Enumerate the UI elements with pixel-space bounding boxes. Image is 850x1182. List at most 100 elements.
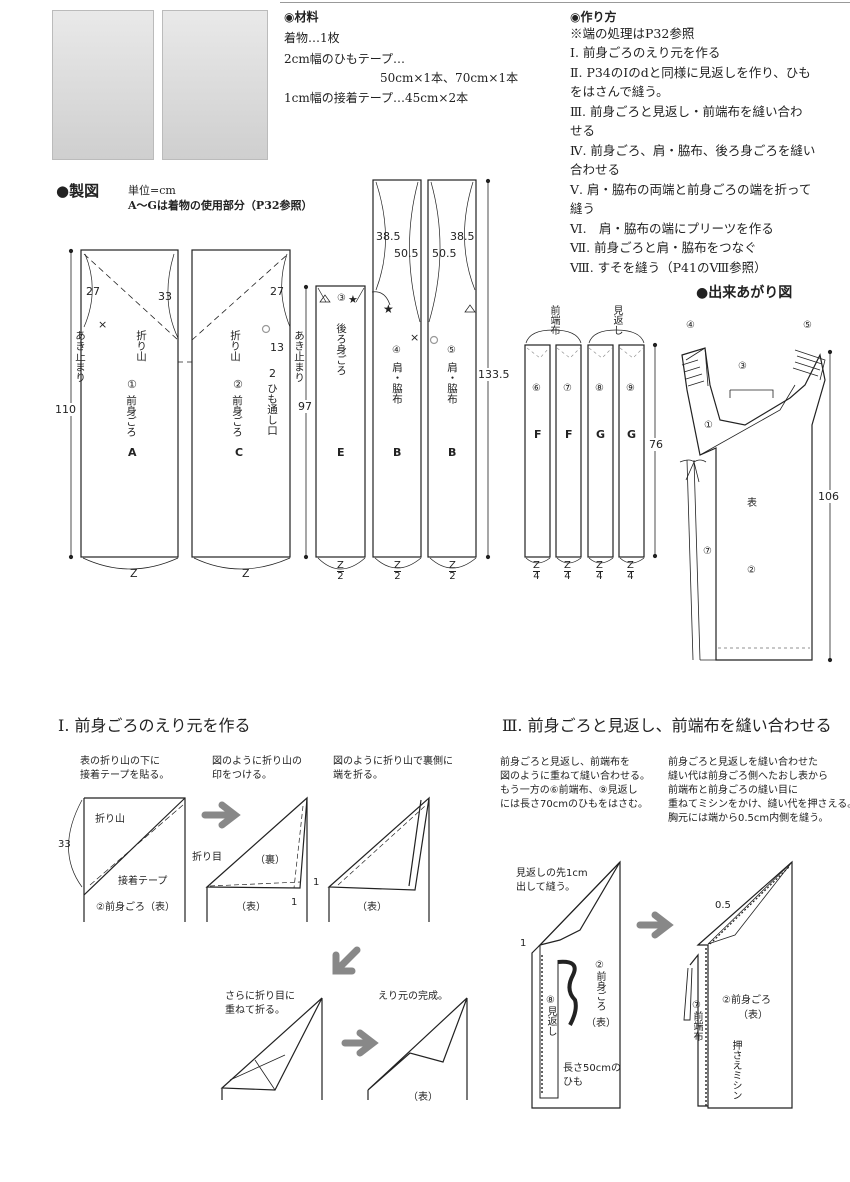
materials-heading: ◉材料 (284, 10, 319, 24)
method-step: Ⅵ. 肩・脇布の端にプリーツを作る (570, 220, 774, 236)
piece-number: ④ (392, 345, 401, 356)
step-text: 前身ごろと見返し、前端布を 図のように重ねて縫い合わせる。 もう一方の⑥前端布、… (500, 757, 650, 810)
strip-letter: G (596, 428, 606, 441)
arrow-right-icon (636, 911, 674, 939)
piece-letter: B (448, 446, 457, 459)
diagram-label: 33 (58, 839, 71, 850)
bottom-label: Z (130, 567, 138, 580)
model-photo-closeup (162, 10, 268, 160)
strip-number: ⑥ (532, 383, 541, 394)
method-step: Ⅴ. 肩・脇布の両端と前身ごろの端を折って (570, 181, 812, 197)
strip-number: ⑨ (626, 383, 635, 394)
dim-label: 97 (298, 400, 312, 413)
diagram-label: 1 (291, 897, 298, 908)
dim-label: 27 (270, 285, 284, 298)
strip-8 (587, 344, 614, 558)
diagram-label: 折り山 (95, 814, 125, 825)
strip-7 (555, 344, 582, 558)
diagram-label: （表） (236, 902, 266, 913)
diagram-label: 折り目 (192, 852, 222, 863)
dim-label: 50.5 (394, 247, 419, 260)
step1-diagram-4 (220, 997, 323, 1100)
bottom-label: Z (242, 567, 250, 580)
tie-hole-label: ひも通し口 (266, 383, 278, 436)
strip-number: ⑧ (595, 383, 604, 394)
finished-label: ④ (686, 320, 695, 331)
finished-label: ⑦ (703, 546, 712, 557)
method-steps: Ⅰ. 前身ごろのえり元を作る Ⅱ. P34のⅠのdと同様に見返しを作り、ひも を… (570, 43, 815, 277)
material-line: 50cm×1本、70cm×1本 (380, 71, 519, 85)
cross-mark: × (410, 331, 420, 344)
piece-number: ③ (337, 293, 346, 304)
dim-label: 50.5 (432, 247, 457, 260)
piece-letter: C (235, 446, 244, 459)
pattern-heading: ●製図 (56, 182, 100, 200)
pattern-note: A〜Gは着物の使用部分（P32参照） (128, 199, 313, 212)
pattern-unit: 単位=cm (128, 184, 176, 197)
piece-letter: A (128, 446, 137, 459)
step-text: 前身ごろと見返しを縫い合わせた 縫い代は前身ごろ側へたおし表から 前端布と前身ご… (668, 757, 850, 824)
method-step: 合わせる (570, 162, 621, 177)
method-step: 縫う (570, 201, 596, 216)
step-caption: 図のように折り山の 印をつける。 (212, 756, 302, 781)
diagram-label: 1 (313, 877, 320, 888)
step1-diagram-2 (205, 796, 308, 922)
method-step: Ⅳ. 前身ごろ、肩・脇布、後ろ身ごろを縫い (570, 142, 816, 158)
diagram-label: 接着テープ (118, 876, 168, 887)
piece-e-outline (315, 285, 366, 558)
step1-diagram-5 (367, 997, 468, 1100)
material-line: 着物…1枚 (284, 31, 340, 45)
piece-a-outline (80, 249, 179, 558)
piece-a-diagonal (83, 253, 179, 341)
piece-c-outline (191, 249, 291, 558)
step3-diagram-2 (683, 860, 793, 1109)
top-rule (280, 2, 850, 3)
diagram-label: ⑦前端布 (691, 1000, 702, 1041)
piece-b2-outline (427, 179, 477, 558)
model-photo-full (52, 10, 154, 160)
section3-title: Ⅲ. 前身ごろと見返し、前端布を縫い合わせる (502, 716, 832, 735)
star-mark: ★ (383, 302, 394, 316)
strip-letter: G (627, 428, 637, 441)
method-step: Ⅷ. すそを縫う（P41のⅧ参照） (570, 259, 767, 275)
step1-diagram-3 (327, 796, 430, 922)
piece-number: ② (233, 378, 243, 391)
step3-diagram-1 (531, 860, 621, 1109)
method-step: をはさんで縫う。 (570, 84, 669, 99)
diagram-label: （表） (738, 1010, 768, 1021)
finished-dress-drawing (679, 347, 826, 661)
diagram-label: 長さ50cmの ひも (563, 1063, 621, 1088)
diagram-label: 0.5 (715, 900, 731, 911)
method-step: Ⅶ. 前身ごろと肩・脇布をつなぐ (570, 240, 757, 255)
piece-b1-outline (372, 179, 422, 558)
arrow-right-icon (341, 1029, 379, 1057)
finished-heading: ●出来あがり図 (696, 285, 793, 301)
star-mark: ★ (348, 293, 358, 306)
open-stop-label: あき止まり (293, 330, 305, 383)
step1-diagram-1 (68, 797, 186, 922)
method-step: せる (570, 123, 596, 138)
strip-number: ⑦ (563, 383, 572, 394)
piece-letter: B (393, 446, 402, 459)
piece-name: 前身ごろ (231, 395, 243, 437)
diagram-label: （表） (408, 1092, 438, 1103)
strip-group-label: 見返し (611, 305, 622, 335)
strip-letter: F (565, 428, 573, 441)
strip-group-label: 前端布 (548, 305, 559, 335)
open-stop-label: あき止まり (74, 330, 86, 383)
section1-title: Ⅰ. 前身ごろのえり元を作る (58, 716, 251, 735)
diagram-label: 見返しの先1cm 出して縫う。 (516, 868, 588, 893)
dim-label: 2 (269, 367, 276, 380)
diagram-label: ②前身ごろ（表） (96, 902, 175, 913)
fold-label: 折り山 (135, 330, 147, 362)
strip-9 (618, 344, 645, 558)
fold-label: 折り山 (229, 330, 241, 362)
finished-label: ③ (738, 361, 747, 372)
step-caption: えり元の完成。 (378, 991, 448, 1002)
